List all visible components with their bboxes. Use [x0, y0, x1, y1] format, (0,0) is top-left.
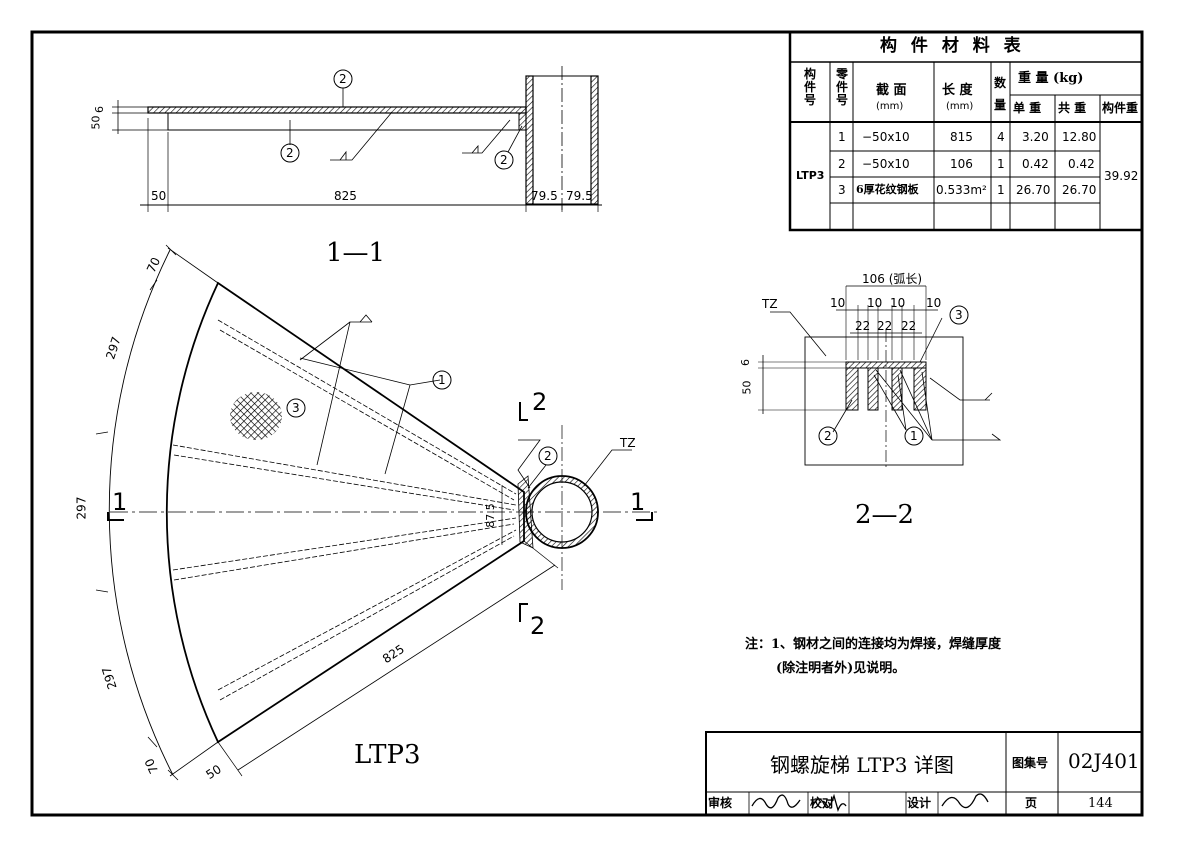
- callout-2-plan: 2: [544, 449, 552, 463]
- callout-2-section-2: 2: [824, 429, 832, 443]
- page-number: 144: [1088, 796, 1113, 811]
- dim-10-a: 10: [830, 296, 846, 310]
- row-2-length: 106: [950, 157, 973, 171]
- section-2-2-drawing: [758, 285, 1002, 470]
- dim-6-section-2: 6: [739, 359, 752, 366]
- callout-3-section-2: 3: [955, 308, 963, 322]
- dim-6: 6: [93, 106, 106, 113]
- title-block: [705, 731, 1143, 816]
- row-1-part: 1: [838, 130, 846, 144]
- row-2-part: 2: [838, 157, 846, 171]
- member-weight-value: 39.92: [1104, 169, 1139, 183]
- arc-length-dim: 106 (弧长): [862, 272, 923, 286]
- section-mark-1-right: 1: [630, 488, 646, 516]
- set-number: 02J401: [1068, 749, 1140, 773]
- callout-2-left: 2: [286, 146, 294, 160]
- row-2-qty: 1: [997, 157, 1005, 171]
- section-2-title: 2—2: [855, 500, 915, 530]
- row-3-qty: 1: [997, 183, 1005, 197]
- dim-10-d: 10: [926, 296, 942, 310]
- row-3-section: 6厚花纹钢板: [856, 183, 919, 196]
- sheet-border: [30, 30, 1144, 817]
- materials-table: [788, 30, 1144, 232]
- tz-label-plan: TZ: [620, 436, 636, 450]
- dim-10-c: 10: [890, 296, 906, 310]
- section-mark-2-top: 2: [532, 388, 548, 416]
- reviewer-signature: [751, 794, 801, 809]
- member-label: LTP3: [796, 169, 825, 182]
- header-length: 长 度: [942, 83, 973, 98]
- callout-3-plan: 3: [292, 401, 300, 415]
- header-part-no: 零件号: [835, 67, 848, 107]
- row-3-part: 3: [838, 183, 846, 197]
- dim-50: 50: [151, 189, 167, 203]
- row-3-length: 0.533m²: [936, 183, 987, 197]
- header-quantity: 数量: [994, 76, 1007, 112]
- callout-1-plan: 1: [438, 373, 446, 387]
- section-mark-1-left: 1: [112, 488, 128, 516]
- row-2-unit: 0.42: [1022, 157, 1049, 171]
- designer-signature: [941, 793, 989, 809]
- row-2-total: 0.42: [1068, 157, 1095, 171]
- drawing-title: 钢螺旋梯 LTP3 详图: [770, 753, 954, 777]
- header-total-weight: 共 重: [1058, 101, 1087, 115]
- callout-1-section-2: 1: [910, 429, 918, 443]
- header-unit-weight: 单 重: [1013, 101, 1042, 115]
- header-section: 截 面: [876, 83, 907, 98]
- dim-50-section-2: 50: [740, 380, 754, 395]
- section-mark-2-bottom: 2: [530, 612, 546, 640]
- dim-297-middle: 297: [74, 496, 89, 520]
- design-label: 设计: [907, 796, 932, 810]
- checker-signature: [811, 793, 847, 813]
- header-length-unit: (mm): [946, 101, 974, 112]
- row-1-length: 815: [950, 130, 973, 144]
- tz-label-section-2: TZ: [762, 297, 778, 311]
- dim-10-b: 10: [867, 296, 883, 310]
- row-1-total: 12.80: [1062, 130, 1097, 144]
- plan-ltp3-drawing: [95, 244, 660, 781]
- section-1-title: 1—1: [326, 238, 386, 268]
- dim-87-5: 87.5: [483, 503, 497, 528]
- note-line-2: (除注明者外)见说明。: [776, 661, 906, 676]
- dim-825: 825: [334, 189, 357, 203]
- plan-title: LTP3: [354, 740, 421, 770]
- dim-79-5-a: 79.5: [531, 189, 558, 203]
- header-member-weight: 构件重: [1102, 101, 1139, 115]
- header-weight: 重 量 (kg): [1018, 71, 1084, 86]
- row-1-unit: 3.20: [1022, 130, 1049, 144]
- dim-22-c: 22: [901, 319, 917, 333]
- table-title: 构 件 材 料 表: [880, 36, 1025, 56]
- note-line-1: 注：1、钢材之间的连接均为焊接，焊缝厚度: [745, 637, 1002, 652]
- dim-22-a: 22: [855, 319, 871, 333]
- dim-22-b: 22: [877, 319, 893, 333]
- page-label: 页: [1025, 796, 1038, 810]
- header-member-no: 构件号: [803, 67, 816, 107]
- set-label: 图集号: [1012, 756, 1049, 770]
- callout-2-top: 2: [339, 72, 347, 86]
- header-section-unit: (mm): [876, 101, 904, 112]
- dim-79-5-b: 79.5: [566, 189, 593, 203]
- check-label: 校对: [810, 796, 835, 810]
- review-label: 审核: [708, 796, 733, 810]
- row-3-total: 26.70: [1062, 183, 1097, 197]
- row-2-section: −50x10: [862, 157, 910, 171]
- row-1-section: −50x10: [862, 130, 910, 144]
- section-1-1-drawing: [112, 66, 602, 212]
- callout-2-right: 2: [500, 153, 508, 167]
- row-3-unit: 26.70: [1016, 183, 1051, 197]
- dim-50-vertical: 50: [89, 115, 103, 130]
- row-1-qty: 4: [997, 130, 1005, 144]
